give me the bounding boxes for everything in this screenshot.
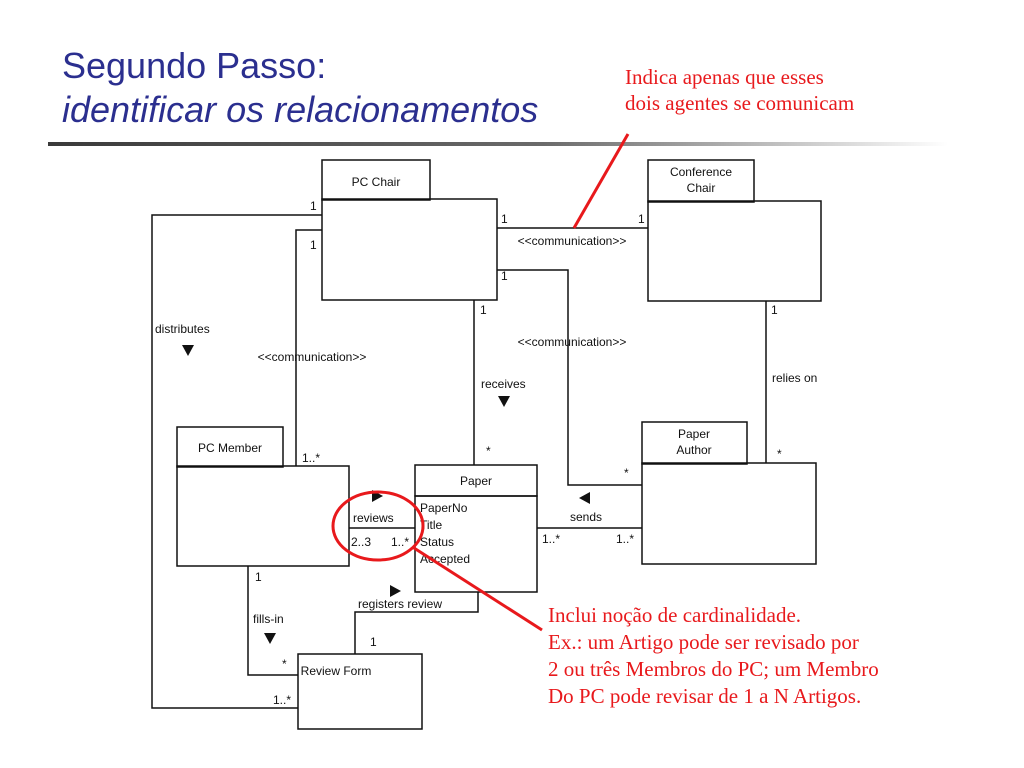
- distributes-arrow-icon: [182, 345, 194, 356]
- paper-attribute: Status: [420, 535, 454, 549]
- mult-chair-bottom: 1: [480, 303, 487, 317]
- mult-chair-top-left: 1: [310, 199, 317, 213]
- mult-conference-left: 1: [638, 212, 645, 226]
- slide-title: Segundo Passo:: [62, 45, 327, 86]
- mult-chair-right-top: 1: [501, 212, 508, 226]
- annotation-cardinality-line-3: 2 ou três Membros do PC; um Membro: [548, 657, 879, 681]
- cardinality-pointer-line: [413, 546, 543, 632]
- label-communication-mid: <<communication>>: [518, 335, 627, 349]
- conference-chair-name-1: Conference: [670, 165, 732, 179]
- paper-attribute: Accepted: [420, 552, 470, 566]
- conference-chair-body: [647, 200, 822, 302]
- pc-member-name: PC Member: [198, 441, 262, 455]
- mult-form-bottom-left: 1..*: [273, 693, 291, 707]
- paper-author-name-box: [641, 421, 748, 465]
- annotation-communication-line-2: dois agentes se comunicam: [625, 91, 855, 115]
- annotation-pointer-line: [572, 133, 630, 229]
- annotation-cardinality-line-4: Do PC pode revisar de 1 a N Artigos.: [548, 684, 862, 708]
- registers-review-arrow-icon: [390, 585, 401, 597]
- label-sends: sends: [570, 510, 602, 524]
- mult-sends-right: 1..*: [616, 532, 634, 546]
- sends-arrow-icon: [579, 492, 590, 504]
- mult-form-left: *: [282, 657, 287, 671]
- review-form-box: [297, 653, 423, 730]
- mult-reviews-left: 2..3: [351, 535, 371, 549]
- fills-in-arrow-icon: [264, 633, 276, 644]
- conference-chair-name-2: Chair: [687, 181, 716, 195]
- label-reviews: reviews: [353, 511, 394, 525]
- cardinality-highlight-circle: [331, 490, 425, 562]
- assoc-chair-member: [295, 229, 322, 466]
- label-communication-top: <<communication>>: [518, 234, 627, 248]
- conference-chair-name-box: [647, 159, 755, 203]
- mult-chair-left: 1: [310, 238, 317, 252]
- assoc-chair-author: [497, 269, 642, 486]
- paper-attribute: PaperNo: [420, 501, 468, 515]
- paper-attribute: Title: [420, 518, 443, 532]
- paper-name: Paper: [460, 474, 492, 488]
- paper-author-name-2: Author: [676, 443, 711, 457]
- mult-member-bottom: 1: [255, 570, 262, 584]
- paper-author-name-1: Paper: [678, 427, 710, 441]
- mult-reviews-right: 1..*: [391, 535, 409, 549]
- mult-author-left: *: [624, 466, 629, 480]
- label-relies-on: relies on: [772, 371, 817, 385]
- label-receives: receives: [481, 377, 526, 391]
- label-registers-review: registers review: [358, 597, 442, 611]
- review-form-name: Review Form: [301, 664, 372, 678]
- pc-member-body: [176, 465, 350, 567]
- slide-subtitle: identificar os relacionamentos: [62, 89, 539, 130]
- mult-form-top: 1: [370, 635, 377, 649]
- assoc-paper-reviewform: [354, 592, 479, 654]
- paper-author-body: [641, 462, 817, 565]
- annotation-cardinality-line-1: Inclui noção de cardinalidade.: [548, 603, 802, 627]
- label-communication-left: <<communication>>: [258, 350, 367, 364]
- mult-sends-left: 1..*: [542, 532, 560, 546]
- mult-conference-bottom: 1: [771, 303, 778, 317]
- annotation-communication-line-1: Indica apenas que esses: [625, 65, 824, 89]
- pc-chair-name: PC Chair: [352, 175, 401, 189]
- pc-member-name-box: [176, 426, 284, 468]
- pc-chair-body: [321, 198, 498, 301]
- mult-author-right: *: [777, 447, 782, 461]
- mult-member-top: 1..*: [302, 451, 320, 465]
- pc-chair-name-box: [321, 159, 431, 201]
- title-divider: [48, 142, 948, 146]
- mult-chair-right-low: 1: [501, 269, 508, 283]
- receives-arrow-icon: [498, 396, 510, 407]
- label-fills-in: fills-in: [253, 612, 284, 626]
- annotation-cardinality: Inclui noção de cardinalidade. Ex.: um A…: [548, 602, 879, 710]
- annotation-communication: Indica apenas que esses dois agentes se …: [625, 64, 854, 116]
- assoc-chair-reviewform: [151, 214, 322, 709]
- annotation-cardinality-line-2: Ex.: um Artigo pode ser revisado por: [548, 630, 859, 654]
- label-distributes: distributes: [155, 322, 210, 336]
- mult-paper-top: *: [486, 444, 491, 458]
- assoc-member-reviewform: [247, 566, 298, 676]
